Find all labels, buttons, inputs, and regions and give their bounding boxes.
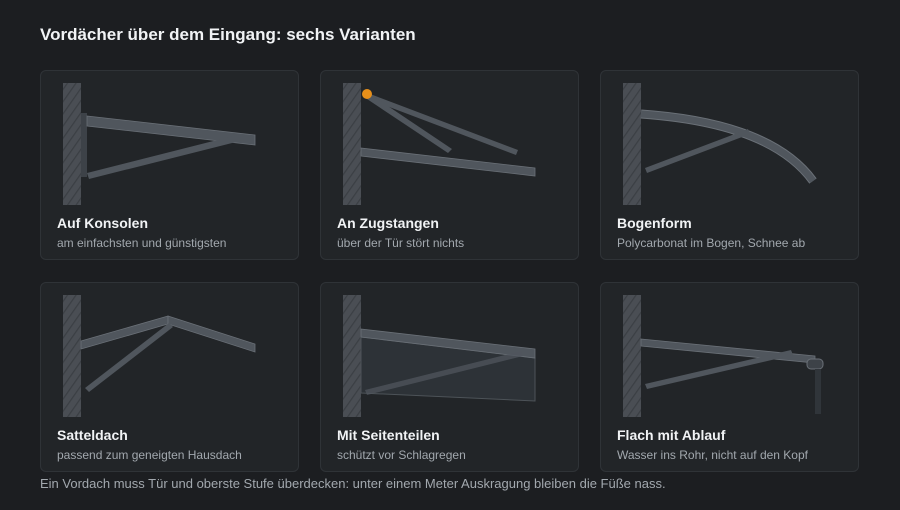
illustration-ablauf [623,295,824,417]
roof-slope-left [80,315,169,350]
wall [63,83,81,205]
card-title: Mit Seitenteilen [337,427,440,443]
roof-slope-right [167,315,256,353]
card-title: An Zugstangen [337,215,439,231]
illustration-konsolen [63,83,256,205]
variant-card-seitenteile: Mit Seitenteilen schützt vor Schlagregen [320,282,579,472]
illustration-bogenform [623,83,817,205]
roof-beam [360,147,536,177]
variant-card-satteldach: Satteldach passend zum geneigten Hausdac… [40,282,299,472]
illustration-zugstangen [343,83,536,205]
card-description: Polycarbonat im Bogen, Schnee ab [617,236,806,250]
footer-note: Ein Vordach muss Tür und oberste Stufe ü… [40,476,666,491]
console-strut [645,129,750,173]
roof-beam [360,328,536,359]
console-strut [85,323,173,392]
page-title: Vordächer über dem Eingang: sechs Varian… [40,25,416,44]
downpipe [815,369,821,414]
illustration-seitenteile [343,295,536,417]
card-description: am einfachsten und günstigsten [57,236,227,250]
wall [623,83,641,205]
card-title: Satteldach [57,427,128,443]
wall [63,295,81,417]
card-description: über der Tür stört nichts [337,236,465,250]
card-description: schützt vor Schlagregen [337,448,466,462]
anchor-point-icon [362,89,372,99]
wall [343,295,361,417]
card-description: Wasser ins Rohr, nicht auf den Kopf [617,448,808,462]
roof-beam [86,115,256,146]
tension-rod-outer [363,92,518,155]
variant-card-konsolen: Auf Konsolen am einfachsten und günstigs… [40,70,299,260]
variant-card-bogenform: Bogenform Polycarbonat im Bogen, Schnee … [600,70,859,260]
variant-card-ablauf: Flach mit Ablauf Wasser ins Rohr, nicht … [600,282,859,472]
arched-roof [640,110,816,184]
illustration-satteldach [63,295,256,417]
card-title: Auf Konsolen [57,215,148,231]
tension-rod-inner [364,92,452,153]
console-strut [87,134,244,179]
wall-plate [81,113,87,177]
card-title: Flach mit Ablauf [617,427,726,443]
card-title: Bogenform [617,215,692,231]
gutter-icon [806,358,824,370]
console-strut [365,351,523,395]
arched-roof-edge [640,109,817,184]
wall [623,295,641,417]
variant-card-zugstangen: An Zugstangen über der Tür stört nichts [320,70,579,260]
console-strut [645,350,793,389]
card-description: passend zum geneigten Hausdach [57,448,242,462]
wall [343,83,361,205]
